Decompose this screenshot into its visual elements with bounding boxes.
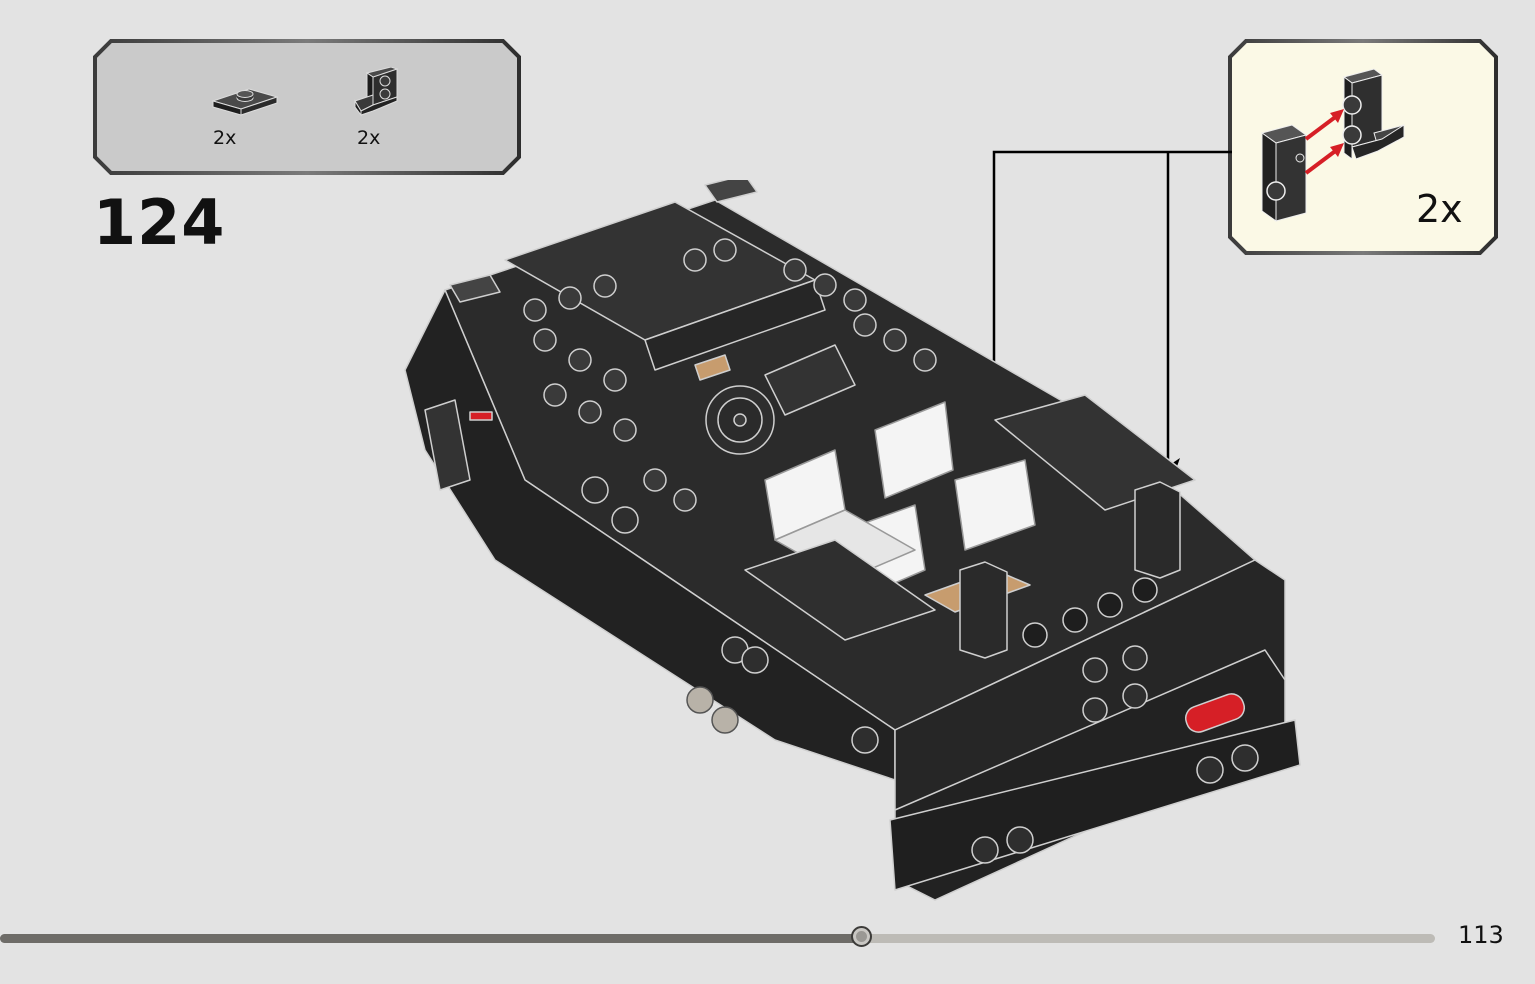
subassembly-quantity: 2x (1416, 187, 1463, 231)
car-model-illustration (404, 180, 1301, 901)
part-quantity: 2x (213, 127, 237, 149)
plate-1x2-jumper-icon (211, 88, 279, 116)
parts-callout: 2x 2x (93, 39, 521, 175)
subassembly-callout: 2x (1228, 39, 1498, 255)
progress-handle (851, 926, 872, 947)
parts-callout-frame (93, 39, 521, 175)
progress-bar (0, 926, 1435, 947)
part-quantity: 2x (357, 127, 381, 149)
page-number: 113 (1458, 921, 1504, 949)
bracket-attach-diagram (1260, 68, 1405, 222)
progress-fill (0, 934, 861, 943)
step-number: 124 (93, 186, 226, 259)
bracket-1x2-2x2-icon (354, 67, 399, 117)
